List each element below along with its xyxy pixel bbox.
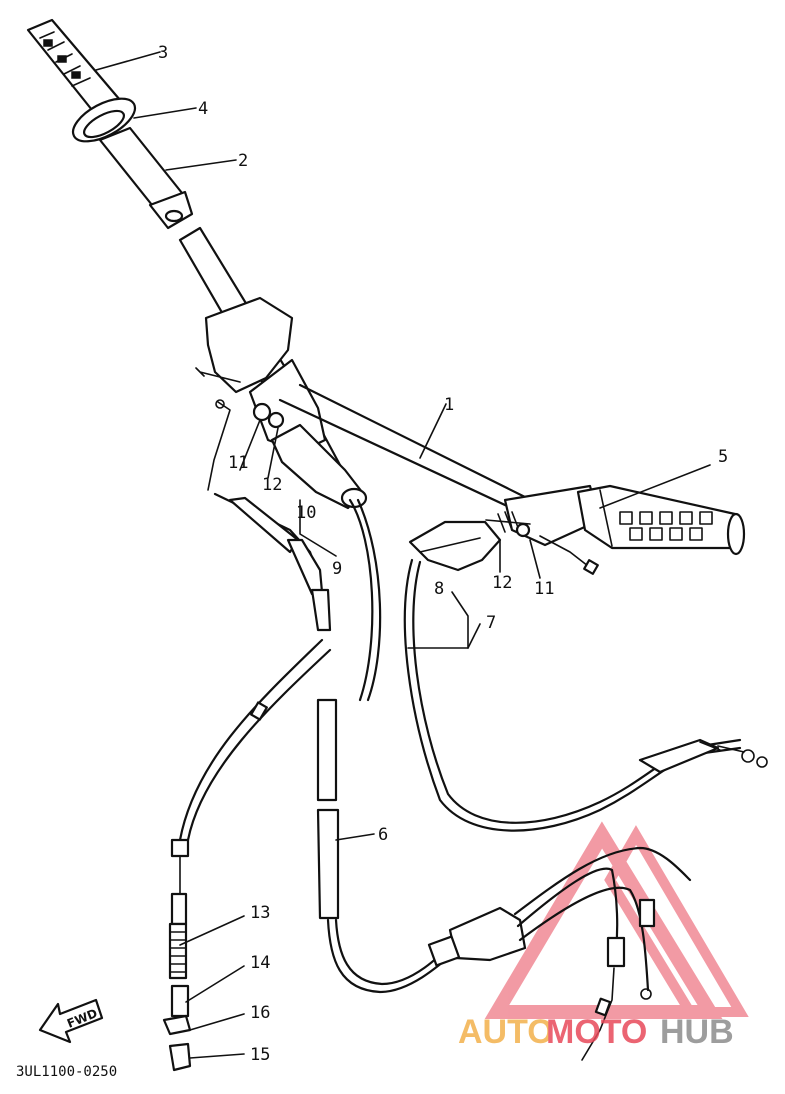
cables xyxy=(178,492,768,994)
callouts: 3 4 2 1 5 11 12 10 9 8 12 11 7 6 13 14 1… xyxy=(158,43,728,1065)
fwd-arrow: FWD xyxy=(38,998,104,1044)
left-lever-assembly xyxy=(195,367,368,510)
callout-12-left: 12 xyxy=(262,475,282,495)
leader-lines xyxy=(95,51,711,1059)
callout-11-right: 11 xyxy=(534,579,554,599)
right-lever-assembly xyxy=(408,511,599,575)
watermark-text: AUTO MOTO HUB xyxy=(458,1013,734,1051)
watermark-auto: AUTO xyxy=(458,1013,554,1051)
callout-5: 5 xyxy=(718,447,728,467)
callout-11-left: 11 xyxy=(228,453,248,473)
callout-2: 2 xyxy=(238,151,248,171)
diagram-reference-code: 3UL1100-0250 xyxy=(16,1064,117,1080)
callout-6: 6 xyxy=(378,825,388,845)
callout-14: 14 xyxy=(250,953,270,973)
callout-8: 8 xyxy=(434,579,444,599)
callout-7: 7 xyxy=(486,613,496,633)
callout-1: 1 xyxy=(444,395,454,415)
throttle-junction xyxy=(427,846,692,1061)
callout-16: 16 xyxy=(250,1003,270,1023)
callout-10: 10 xyxy=(296,503,316,523)
callout-15: 13 xyxy=(250,903,270,923)
watermark-moto: MOTO xyxy=(546,1013,647,1051)
watermark-logo xyxy=(484,821,749,1019)
callout-9: 9 xyxy=(332,559,342,579)
callout-12-right: 12 xyxy=(492,573,512,593)
right-grip xyxy=(576,484,746,556)
callout-13: 15 xyxy=(250,1045,270,1065)
callout-4: 4 xyxy=(198,99,208,119)
watermark-hub: HUB xyxy=(660,1013,734,1051)
callout-3: 3 xyxy=(158,43,168,63)
left-grip xyxy=(26,18,194,230)
cable-adjuster xyxy=(162,838,192,1072)
